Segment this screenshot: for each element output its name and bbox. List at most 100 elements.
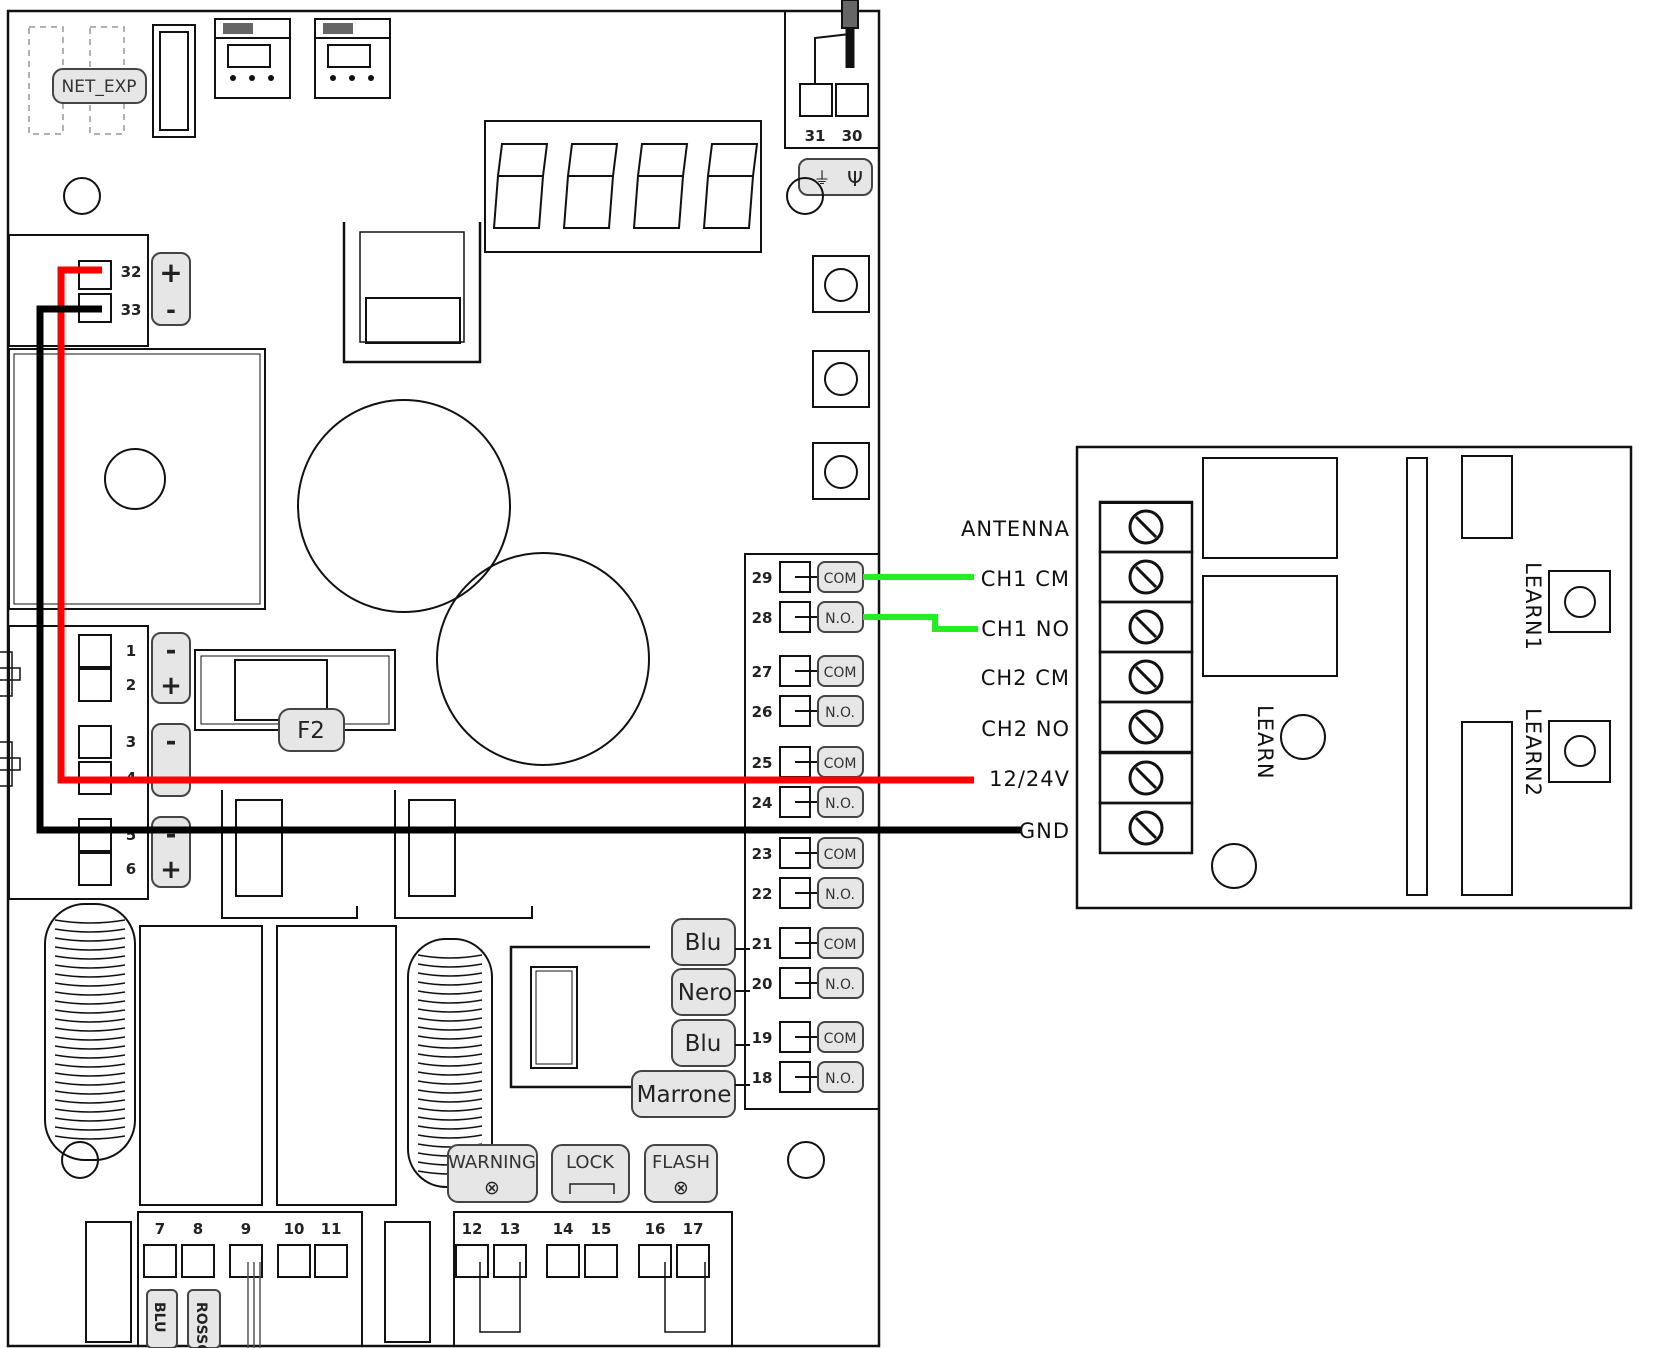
terminal-label-24: 24 (752, 794, 773, 812)
mounting-hole (63, 177, 101, 215)
terminal-3[interactable] (78, 725, 112, 759)
relay (1202, 457, 1338, 559)
terminal-label-11: 11 (321, 1220, 342, 1238)
screw-icon (1128, 810, 1164, 846)
learn-label: LEARN (1253, 705, 1277, 780)
terminal-14[interactable] (546, 1244, 580, 1278)
ground-wire (36, 305, 1021, 834)
terminal-tag: N.O. (825, 977, 855, 993)
board-outline (6, 9, 881, 1348)
terminal-1[interactable] (78, 634, 112, 668)
terminal-label-26: 26 (752, 703, 773, 721)
inductor-coil (44, 903, 136, 1161)
screw-icon (1128, 609, 1164, 645)
ch1-no-wire (863, 614, 978, 632)
screw-icon (1128, 509, 1164, 545)
jumper-connector-a (214, 18, 291, 99)
mounting-hole (1211, 843, 1257, 889)
terminal-tag: N.O. (825, 611, 855, 627)
wire-label-20: Nero (678, 980, 732, 1006)
fuse-f2: F2 (194, 649, 396, 752)
terminal-7[interactable] (143, 1244, 177, 1278)
terminal-label-18: 18 (752, 1069, 773, 1087)
terminal-label-31: 31 (805, 127, 826, 145)
mounting-hole (786, 177, 824, 215)
push-button-1[interactable] (812, 255, 870, 313)
minus-sign: - (166, 296, 176, 324)
terminal-12[interactable] (455, 1244, 489, 1278)
terminal-label-13: 13 (500, 1220, 521, 1238)
learn2-label: LEARN2 (1521, 708, 1545, 797)
terminal-label-6: 6 (126, 860, 136, 878)
receiver-label-ch1-no: CH1 NO (981, 617, 1070, 641)
wire-label-19: Blu (685, 1031, 722, 1057)
polarity-sign: - (166, 727, 177, 757)
terminal-label-16: 16 (645, 1220, 666, 1238)
terminal-16[interactable] (638, 1244, 672, 1278)
jumper-connector-b (314, 18, 391, 99)
terminal-15[interactable] (584, 1244, 618, 1278)
capacitor (297, 399, 511, 613)
warning-label: WARNING (448, 1152, 536, 1173)
terminal-10[interactable] (277, 1244, 311, 1278)
screw-icon (1128, 709, 1164, 745)
terminal-label-15: 15 (591, 1220, 612, 1238)
learn1-button[interactable] (1548, 570, 1611, 633)
net-exp-label: NET_EXP (62, 77, 137, 97)
terminal-label-28: 28 (752, 609, 773, 627)
terminal-6[interactable] (78, 852, 112, 886)
terminal-label-1: 1 (126, 642, 136, 660)
terminal-label-23: 23 (752, 845, 773, 863)
screw-icon (1128, 760, 1164, 796)
terminal-tag: N.O. (825, 796, 855, 812)
terminal-tag: N.O. (825, 1071, 855, 1087)
terminal-label-9: 9 (241, 1220, 251, 1238)
push-button-2[interactable] (812, 350, 870, 408)
learn-button[interactable] (1280, 714, 1326, 760)
control-board: NET_EXP 31 30 (0, 0, 881, 1348)
relay (1202, 575, 1338, 677)
polarity-sign: - (166, 636, 177, 666)
terminal-label-2: 2 (126, 676, 136, 694)
pcb-strip (1406, 457, 1428, 896)
learn1-label: LEARN1 (1521, 562, 1545, 651)
receiver-label-ch1-cm: CH1 CM (981, 567, 1070, 591)
learn2-button[interactable] (1548, 720, 1611, 783)
terminal-tag: N.O. (825, 705, 855, 721)
bottom-connector (85, 1221, 132, 1343)
terminal-2[interactable] (78, 668, 112, 702)
terminal-31[interactable] (799, 83, 833, 117)
push-button-3[interactable] (812, 442, 870, 500)
wires (36, 266, 1021, 834)
terminal-label-21: 21 (752, 935, 773, 953)
seven-segment-display (484, 120, 762, 253)
terminal-32[interactable] (78, 260, 112, 290)
terminal-30[interactable] (835, 83, 869, 117)
terminal-tag: COM (824, 571, 857, 587)
lamp-icon: ⊗ (484, 1177, 500, 1199)
terminal-13[interactable] (493, 1244, 527, 1278)
terminal-label-33: 33 (121, 301, 142, 319)
receiver-label-ch2-cm: CH2 CM (981, 666, 1070, 690)
terminal-tag: COM (824, 665, 857, 681)
receiver-label-ch2-no: CH2 NO (981, 717, 1070, 741)
terminal-17[interactable] (676, 1244, 710, 1278)
terminal-label-30: 30 (842, 127, 863, 145)
receiver-label-antenna: ANTENNA (961, 517, 1070, 541)
bottom-connector (384, 1221, 431, 1343)
terminal-label-29: 29 (752, 569, 773, 587)
terminal-tag: COM (824, 847, 857, 863)
wire-label-18: Marrone (637, 1082, 732, 1108)
terminal-5[interactable] (78, 818, 112, 852)
terminal-label-22: 22 (752, 885, 773, 903)
terminal-label-8: 8 (193, 1220, 203, 1238)
wire-label-blu: BLU (151, 1302, 167, 1332)
inductor-coil (407, 938, 493, 1188)
terminal-9[interactable] (229, 1244, 263, 1278)
buzzer-bracket (509, 945, 650, 1089)
terminal-11[interactable] (314, 1244, 348, 1278)
terminal-8[interactable] (181, 1244, 215, 1278)
terminal-tag: N.O. (825, 887, 855, 903)
screw-icon (1128, 559, 1164, 595)
